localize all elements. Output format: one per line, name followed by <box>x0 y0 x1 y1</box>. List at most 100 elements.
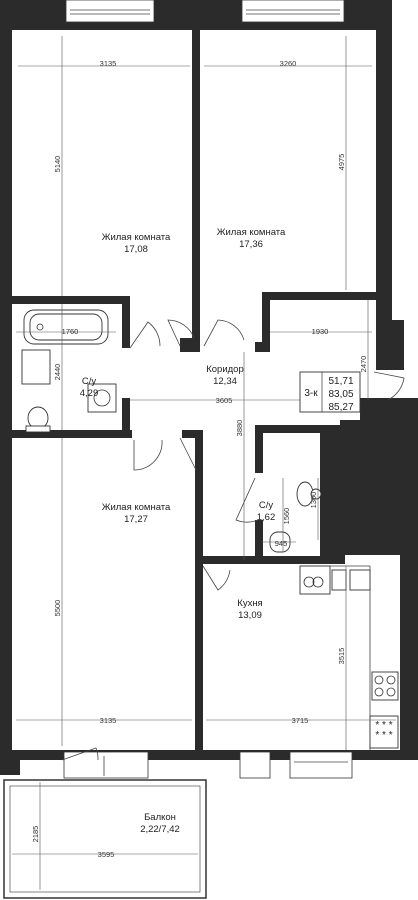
room-name-bath1: С/у <box>82 376 97 387</box>
dim-balcony-depth: 2185 <box>31 826 40 843</box>
dim-bedroom2-depth: 4975 <box>337 154 346 171</box>
outer-wall-right-mid <box>360 398 418 420</box>
dimension-lines <box>12 36 396 890</box>
summary-box <box>299 371 361 413</box>
wall-bedroom2-bottom-left <box>262 292 270 350</box>
radiator <box>369 715 399 749</box>
door-bedroom1 <box>167 319 195 347</box>
area-total: 83,05 <box>328 389 353 400</box>
wall-bedroom-divider <box>192 30 200 350</box>
wall-kitchen-top-left <box>200 556 260 564</box>
room-area-kitchen: 13,09 <box>238 610 262 621</box>
wall-bath2-left-lower <box>255 520 263 564</box>
dim-bedroom3-depth: 5500 <box>53 600 62 617</box>
door-bedroom3 <box>133 439 163 471</box>
wall-bedroom3-top-right <box>182 430 196 438</box>
room-name-bedroom1: Жилая комната <box>102 232 171 243</box>
sink-bath1 <box>21 349 51 385</box>
dim-hall-width: 1930 <box>312 327 329 336</box>
wall-bath1-right-lower <box>122 398 130 438</box>
area-living: 51,71 <box>328 376 353 387</box>
kitchen-sink <box>331 569 347 591</box>
dim-corridor-width: 3605 <box>216 396 233 405</box>
window-kitchen-small <box>239 751 271 779</box>
stove <box>371 671 399 701</box>
wall-bedroom3-top <box>12 430 132 438</box>
balcony-outline <box>3 779 207 899</box>
svg-text:* * *: * * * <box>375 720 392 731</box>
room-area-bedroom1: 17,08 <box>124 244 148 255</box>
room-name-kitchen: Кухня <box>237 598 262 609</box>
outer-wall-right-step <box>376 320 404 370</box>
washing-machine <box>87 383 117 413</box>
balcony <box>3 779 207 899</box>
wall-kitchen-top-right <box>320 545 418 555</box>
room-area-balcony: 2,22/7,42 <box>140 824 180 835</box>
wall-bedroom2-bottom <box>262 292 378 300</box>
apartment-type: 3-к <box>304 388 318 399</box>
dim-hall-depth: 2470 <box>359 356 368 373</box>
outer-wall-bottom-left <box>0 755 20 775</box>
room-name-bedroom2: Жилая комната <box>217 227 286 238</box>
dim-bath2-inner: 1300 <box>309 492 318 509</box>
walls <box>0 0 418 775</box>
wall-bedroom3-right <box>195 430 203 760</box>
outer-wall-right-block <box>340 420 418 545</box>
window-bedroom3 <box>63 751 149 779</box>
outer-wall-bottom <box>0 750 418 760</box>
wall-bath2-bottom <box>255 556 345 564</box>
svg-text:* * *: * * * <box>375 730 392 741</box>
dim-bedroom1-width: 3135 <box>100 59 117 68</box>
door-bedroom2 <box>203 319 245 347</box>
door-corridor <box>179 437 197 471</box>
dim-bath2-width: 945 <box>275 539 288 548</box>
area-summary: 3-к 51,71 83,05 85,27 <box>299 371 361 413</box>
window-kitchen <box>289 751 353 779</box>
room-labels: Жилая комната 17,08 Жилая комната 17,36 … <box>80 227 286 835</box>
outer-wall-right-upper <box>376 0 392 340</box>
area-full: 85,27 <box>328 402 353 413</box>
fixtures: * * * * * * <box>21 309 399 750</box>
dim-bedroom3-width: 3135 <box>100 716 117 725</box>
dim-bath2-depth: 1560 <box>282 508 291 525</box>
dim-bedroom2-width: 3260 <box>280 59 297 68</box>
dishwasher <box>349 569 371 591</box>
wall-bath1-right-upper <box>122 296 130 348</box>
door-bath1 <box>129 321 161 349</box>
wall-bath1-top <box>12 296 130 304</box>
room-area-corridor: 12,34 <box>213 376 237 387</box>
dim-kitchen-width: 3715 <box>292 716 309 725</box>
window-bedroom2 <box>241 0 345 23</box>
door-bath2 <box>235 477 259 523</box>
wall-stub <box>255 342 270 352</box>
wall-bath2-right <box>320 425 345 564</box>
door-balcony <box>61 747 99 761</box>
room-name-bath2: С/у <box>259 500 274 511</box>
room-name-corridor: Коридор <box>206 364 244 375</box>
dim-balcony-width: 3595 <box>98 850 115 859</box>
dim-bedroom1-depth: 5140 <box>53 156 62 173</box>
room-name-balcony: Балкон <box>144 812 176 823</box>
kitchen-sink-double <box>299 565 331 595</box>
dimension-labels: 3135 3260 5140 4975 1760 2440 1930 2470 … <box>31 59 368 859</box>
dim-bath1-width: 1760 <box>62 327 79 336</box>
outer-wall-right-lower <box>400 545 418 760</box>
windows <box>63 0 353 779</box>
wall-bath2-top <box>255 425 345 433</box>
room-area-bedroom2: 17,36 <box>239 239 263 250</box>
dim-corridor-depth: 3880 <box>235 420 244 437</box>
room-area-bath1: 4,29 <box>80 388 99 399</box>
dim-bath1-depth: 2440 <box>53 364 62 381</box>
doors <box>61 319 405 761</box>
wall-bedroom3-right-upper <box>195 430 203 520</box>
window-bedroom1 <box>65 0 155 23</box>
room-name-bedroom3: Жилая комната <box>102 502 171 513</box>
door-kitchen <box>202 565 231 591</box>
wall-divider-foot <box>180 338 200 352</box>
room-area-bath2: 1,62 <box>257 512 276 523</box>
room-area-bedroom3: 17,27 <box>124 514 148 525</box>
dim-kitchen-depth: 3515 <box>337 648 346 665</box>
door-entrance <box>373 371 405 401</box>
outer-wall-left <box>0 0 12 760</box>
